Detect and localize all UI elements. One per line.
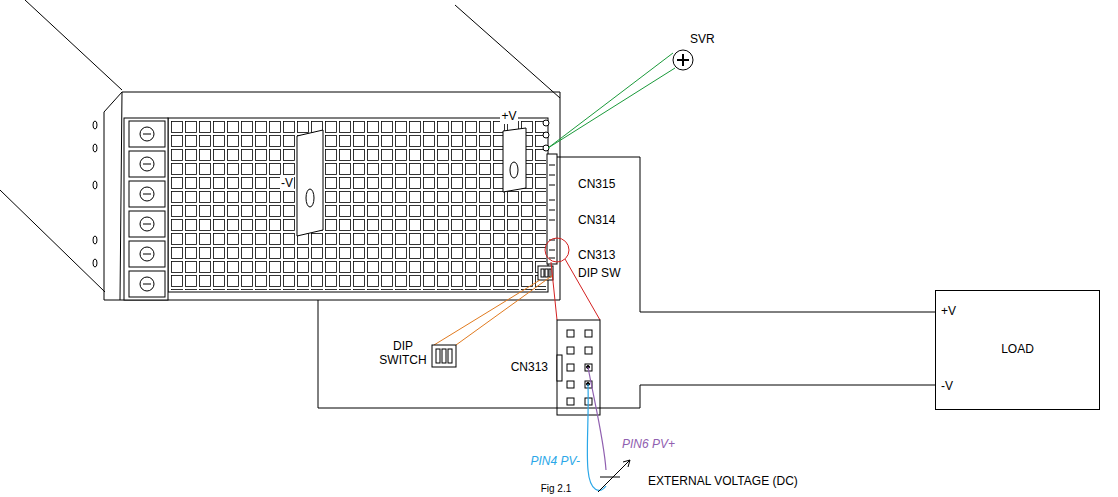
part-label: CN314 [578,214,615,228]
pin-label: PIN4 PV- [530,455,580,469]
side-holes [93,121,97,267]
pv-plus-wire [588,367,606,470]
part-label: CN315 [578,178,615,192]
part-label: DIP SWITCH [379,340,426,368]
part-label: EXTERNAL VOLTAGE (DC) [648,475,798,489]
pv-minus-wire [587,384,606,490]
cn313-connector-enlarged [557,320,600,415]
terminal-label: -V [941,380,953,394]
svr-screw-icon [673,50,693,70]
terminal-label: +V [941,305,956,319]
dip-switch-leader [434,275,553,345]
part-label: CN313 [578,249,615,263]
part-label: SVR [690,33,715,47]
part-label: -V [280,177,294,191]
chassis-outline [0,0,560,300]
load-wires [318,157,935,408]
part-label: CN313 [511,361,548,375]
terminal-block [124,118,168,300]
svr-leader [548,53,675,148]
bus-bars [297,128,526,236]
dip-switch-icon [432,345,456,367]
load-box: +V LOAD -V [935,290,1100,410]
box-title: LOAD [1001,343,1034,357]
vent-grille [170,120,546,290]
variable-source-symbol [598,460,630,492]
part-label: DIP SW [578,267,620,281]
part-label: +V [500,110,517,124]
figure-caption: Fig 2.1 [541,483,572,494]
pin-label: PIN6 PV+ [622,438,675,452]
